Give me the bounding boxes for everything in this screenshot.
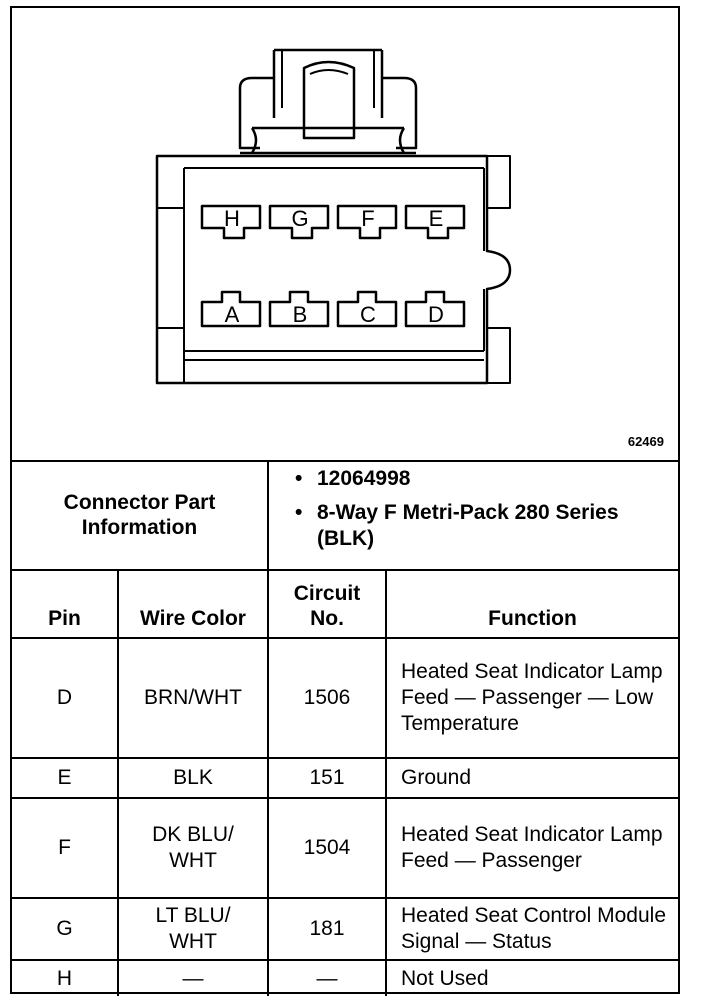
pin-cavity-e: E	[404, 204, 466, 240]
pin-cavity-f: F	[336, 204, 398, 240]
part-series: 8-Way F Metri-Pack 280 Series (BLK)	[295, 500, 678, 552]
pin-letter: D	[428, 302, 444, 327]
circuit-cell: 151	[267, 757, 387, 799]
pin-cavity-d: D	[404, 290, 466, 328]
pin-cell: F	[12, 797, 119, 899]
pin-letter: F	[361, 206, 374, 231]
function-cell: Not Used	[385, 959, 678, 996]
connector-housing	[155, 154, 512, 385]
table-row: H — — Not Used	[12, 959, 678, 996]
table-row: D BRN/WHT 1506 Heated Seat Indicator Lam…	[12, 637, 678, 759]
circuit-cell: 1504	[267, 797, 387, 899]
pin-letter: A	[225, 302, 240, 327]
wire-color-cell: BRN/WHT	[117, 637, 269, 759]
pin-cell: G	[12, 897, 119, 961]
pin-letter: E	[429, 206, 444, 231]
wire-color-cell: —	[117, 959, 269, 996]
lock-tab	[238, 48, 418, 155]
wire-color-cell: BLK	[117, 757, 269, 799]
pin-cavity-b: B	[268, 290, 330, 328]
pin-letter: C	[360, 302, 376, 327]
table-row: F DK BLU/ WHT 1504 Heated Seat Indicator…	[12, 797, 678, 899]
function-cell: Ground	[385, 757, 678, 799]
part-info-label: Connector Part Information	[12, 460, 269, 571]
wire-color-cell: LT BLU/ WHT	[117, 897, 269, 961]
connector-diagram: H G F E A B C D 62469	[12, 8, 678, 462]
pin-cavity-a: A	[200, 290, 262, 328]
connector-face-drawing: H G F E A B C D	[155, 48, 512, 385]
pin-cell: E	[12, 757, 119, 799]
header-circuit: Circuit No.	[267, 569, 387, 639]
function-cell: Heated Seat Control Module Signal — Stat…	[385, 897, 678, 961]
pin-cavity-c: C	[336, 290, 398, 328]
pinout-table: Connector Part Information 12064998 8-Wa…	[12, 460, 678, 996]
pin-letter: H	[224, 206, 240, 231]
header-pin: Pin	[12, 569, 119, 639]
part-info-values: 12064998 8-Way F Metri-Pack 280 Series (…	[267, 460, 678, 571]
circuit-cell: 1506	[267, 637, 387, 759]
wire-color-cell: DK BLU/ WHT	[117, 797, 269, 899]
circuit-cell: —	[267, 959, 387, 996]
pin-cavity-h: H	[200, 204, 262, 240]
header-row: Pin Wire Color Circuit No. Function	[12, 569, 678, 639]
table-row: E BLK 151 Ground	[12, 757, 678, 799]
header-wire-color: Wire Color	[117, 569, 269, 639]
function-cell: Heated Seat Indicator Lamp Feed — Passen…	[385, 637, 678, 759]
function-cell: Heated Seat Indicator Lamp Feed — Passen…	[385, 797, 678, 899]
figure-number: 62469	[627, 434, 664, 449]
pin-letter: G	[291, 206, 308, 231]
pin-cell: H	[12, 959, 119, 996]
part-number: 12064998	[295, 466, 678, 492]
circuit-cell: 181	[267, 897, 387, 961]
table-row: G LT BLU/ WHT 181 Heated Seat Control Mo…	[12, 897, 678, 961]
pin-cell: D	[12, 637, 119, 759]
pin-cavities: H G F E A B C D	[200, 204, 466, 328]
pin-letter: B	[293, 302, 308, 327]
part-info-row: Connector Part Information 12064998 8-Wa…	[12, 460, 678, 571]
header-function: Function	[385, 569, 678, 639]
pin-cavity-g: G	[268, 204, 330, 240]
